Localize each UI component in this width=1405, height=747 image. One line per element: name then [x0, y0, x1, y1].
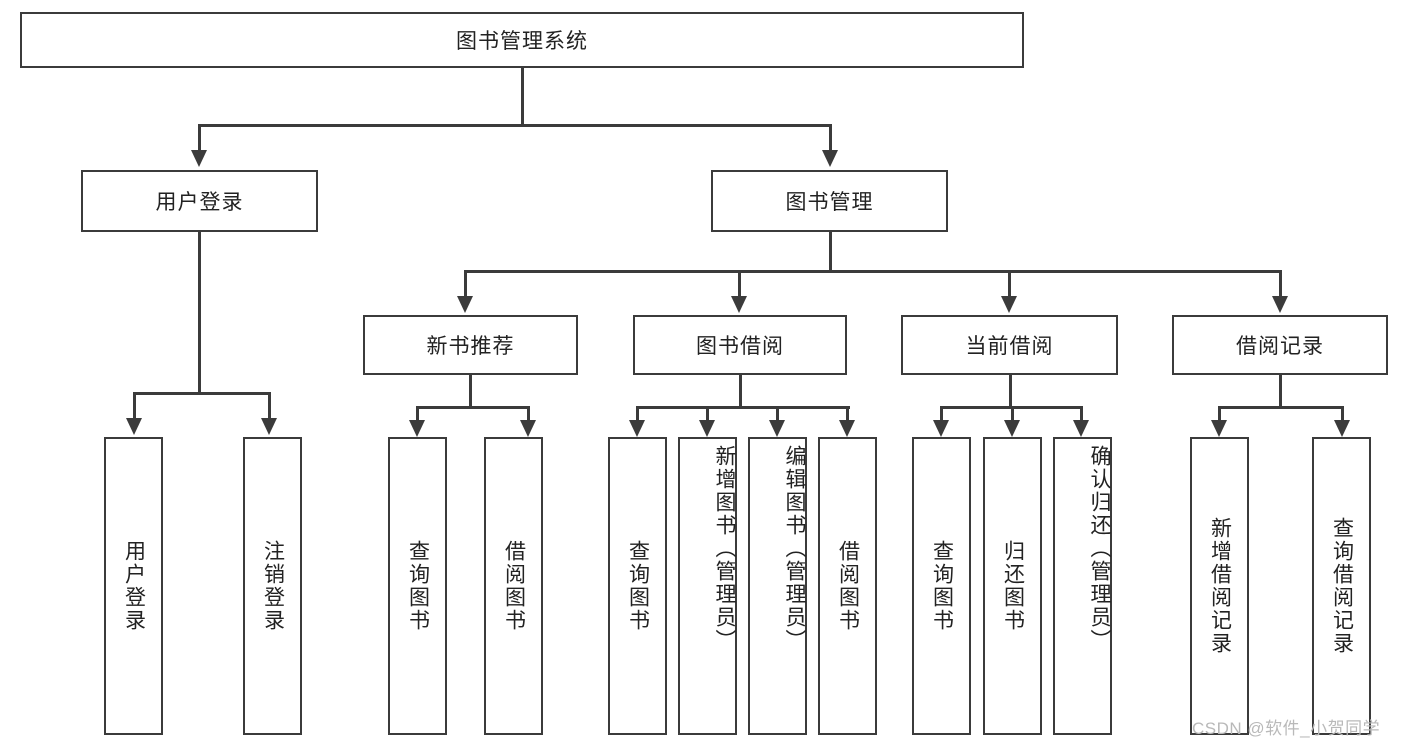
- arrow-to-leaf-cb-1: [933, 420, 949, 437]
- leaf-br-add-record[interactable]: 新增借阅记录: [1190, 437, 1249, 735]
- arrow-to-book-borrow: [731, 296, 747, 313]
- node-label: 归还图书: [1001, 540, 1025, 632]
- edge-bb-drop-4: [846, 406, 849, 422]
- edge-bm-drop-1: [464, 270, 467, 298]
- arrow-to-leaf-bb-4: [839, 420, 855, 437]
- edge-user-login-bus: [133, 392, 271, 395]
- arrow-to-leaf-cb-2: [1004, 420, 1020, 437]
- edge-root-stem: [521, 68, 524, 126]
- edge-bm-drop-3: [1008, 270, 1011, 298]
- leaf-user-login[interactable]: 用户登录: [104, 437, 163, 735]
- node-label: 新增借阅记录: [1208, 517, 1232, 655]
- node-label: 查询借阅记录: [1330, 517, 1354, 655]
- edge-cb-drop-2: [1011, 406, 1014, 422]
- node-label: 新书推荐: [426, 335, 515, 358]
- leaf-nbr-query-book[interactable]: 查询图书: [388, 437, 447, 735]
- leaf-bb-query-book[interactable]: 查询图书: [608, 437, 667, 735]
- arrow-to-book-manage: [822, 150, 838, 167]
- edge-bm-drop-4: [1279, 270, 1282, 298]
- arrow-to-leaf-bb-3: [769, 420, 785, 437]
- node-label: 用户登录: [122, 540, 146, 632]
- edge-br-drop-1: [1218, 406, 1221, 422]
- arrow-to-leaf-cb-3: [1073, 420, 1089, 437]
- node-label: 查询图书: [930, 540, 954, 632]
- node-label: 借阅图书: [836, 540, 860, 632]
- arrow-to-leaf-logout: [261, 418, 277, 435]
- leaf-cb-confirm-return-admin[interactable]: 确认归还（管理员）: [1053, 437, 1112, 735]
- node-label: 借阅记录: [1236, 335, 1324, 358]
- node-book-manage[interactable]: 图书管理: [711, 170, 948, 232]
- edge-nbr-bus: [416, 406, 530, 409]
- edge-br-stem: [1279, 375, 1282, 408]
- arrow-to-leaf-nbr-2: [520, 420, 536, 437]
- node-label: 图书管理: [785, 191, 874, 214]
- edge-nbr-drop-1: [416, 406, 419, 422]
- edge-bb-drop-3: [776, 406, 779, 422]
- edge-root-bus: [198, 124, 832, 127]
- node-label: 借阅图书: [502, 540, 526, 632]
- edge-cb-stem: [1009, 375, 1012, 408]
- leaf-br-query-record[interactable]: 查询借阅记录: [1312, 437, 1371, 735]
- edge-bb-bus: [636, 406, 850, 409]
- node-label: 查询图书: [406, 540, 430, 632]
- edge-bm-drop-2: [738, 270, 741, 298]
- node-book-borrow[interactable]: 图书借阅: [633, 315, 847, 375]
- leaf-bb-borrow-book[interactable]: 借阅图书: [818, 437, 877, 735]
- node-label: 新增图书（管理员）: [713, 445, 736, 652]
- node-label: 图书管理系统: [456, 30, 588, 53]
- edge-book-manage-stem: [829, 232, 832, 272]
- edge-nbr-stem: [469, 375, 472, 408]
- node-label: 当前借阅: [965, 335, 1054, 358]
- edge-cb-drop-3: [1080, 406, 1083, 422]
- node-label: 查询图书: [626, 540, 650, 632]
- edge-br-drop-2: [1341, 406, 1344, 422]
- node-new-book-recommend[interactable]: 新书推荐: [363, 315, 578, 375]
- leaf-cb-query-book[interactable]: 查询图书: [912, 437, 971, 735]
- arrow-to-leaf-bb-2: [699, 420, 715, 437]
- node-label: 用户登录: [155, 191, 244, 214]
- leaf-nbr-borrow-book[interactable]: 借阅图书: [484, 437, 543, 735]
- edge-nbr-drop-2: [527, 406, 530, 422]
- node-label: 注销登录: [261, 540, 285, 632]
- node-label: 编辑图书（管理员）: [783, 445, 806, 652]
- edge-user-login-drop-2: [268, 392, 271, 420]
- edge-bb-drop-2: [706, 406, 709, 422]
- arrow-to-leaf-br-1: [1211, 420, 1227, 437]
- leaf-bb-add-book-admin[interactable]: 新增图书（管理员）: [678, 437, 737, 735]
- edge-br-bus: [1218, 406, 1344, 409]
- node-current-borrow[interactable]: 当前借阅: [901, 315, 1118, 375]
- arrow-to-leaf-bb-1: [629, 420, 645, 437]
- edge-bb-stem: [739, 375, 742, 408]
- edge-root-to-user-login: [198, 124, 201, 152]
- leaf-bb-edit-book-admin[interactable]: 编辑图书（管理员）: [748, 437, 807, 735]
- edge-book-manage-bus: [464, 270, 1282, 273]
- edge-cb-drop-1: [940, 406, 943, 422]
- leaf-cb-return-book[interactable]: 归还图书: [983, 437, 1042, 735]
- edge-user-login-stem: [198, 232, 201, 394]
- edge-bb-drop-1: [636, 406, 639, 422]
- node-borrow-record[interactable]: 借阅记录: [1172, 315, 1388, 375]
- node-label: 确认归还（管理员）: [1088, 445, 1111, 652]
- arrow-to-new-book-recommend: [457, 296, 473, 313]
- arrow-to-borrow-record: [1272, 296, 1288, 313]
- node-user-login[interactable]: 用户登录: [81, 170, 318, 232]
- arrow-to-current-borrow: [1001, 296, 1017, 313]
- edge-user-login-drop-1: [133, 392, 136, 420]
- arrow-to-leaf-nbr-1: [409, 420, 425, 437]
- arrow-to-leaf-user-login: [126, 418, 142, 435]
- edge-root-to-book-manage: [829, 124, 832, 152]
- node-root-system[interactable]: 图书管理系统: [20, 12, 1024, 68]
- csdn-watermark: CSDN @软件_小贺同学: [1192, 719, 1381, 738]
- arrow-to-user-login: [191, 150, 207, 167]
- node-label: 图书借阅: [696, 335, 784, 358]
- arrow-to-leaf-br-2: [1334, 420, 1350, 437]
- leaf-logout[interactable]: 注销登录: [243, 437, 302, 735]
